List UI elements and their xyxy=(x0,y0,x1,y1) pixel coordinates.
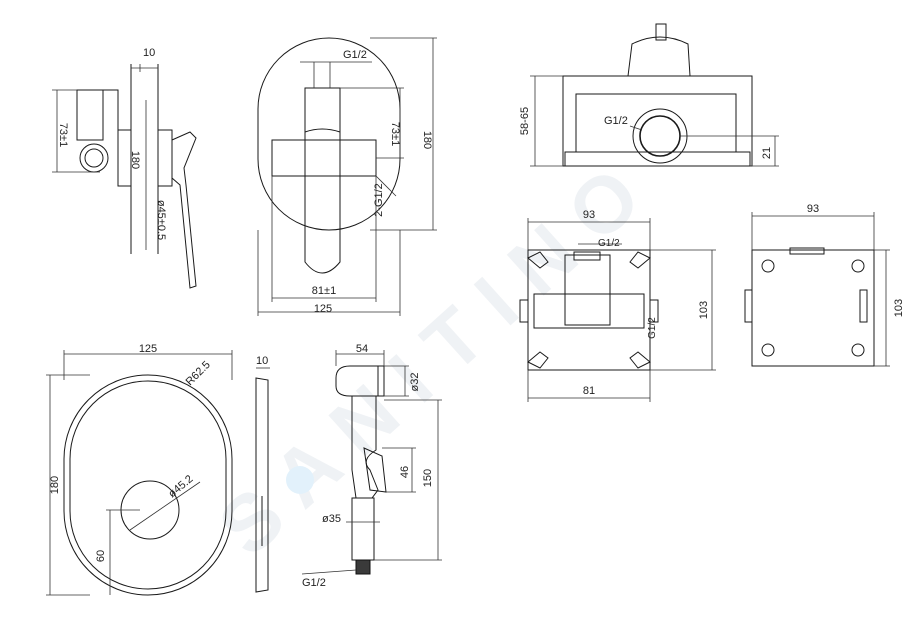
front-dim-180: 180 xyxy=(421,131,433,149)
box-dim-93b: 93 xyxy=(807,203,819,215)
box-dim-5865: 58-65 xyxy=(519,107,531,135)
box-dim-103a: 103 xyxy=(698,301,710,319)
box-dim-g12c: G1/2 xyxy=(647,317,658,339)
plate-dim-125: 125 xyxy=(139,343,157,355)
side-dim-10: 10 xyxy=(143,47,155,59)
install-box-back-view: 93 103 xyxy=(744,203,905,367)
side-dim-d45: ø45±0.5 xyxy=(155,200,167,240)
cover-plate-view: 125 R62.5 180 ø45.2 60 10 xyxy=(46,343,270,596)
box-dim-g12b: G1/2 xyxy=(598,238,620,249)
front-dim-73: 73±1 xyxy=(389,122,401,146)
spray-dim-d35: ø35 xyxy=(322,513,341,525)
plate-dim-180: 180 xyxy=(49,476,61,494)
plate-dim-10: 10 xyxy=(256,355,268,367)
install-box-side-view: G1/2 58-65 21 xyxy=(519,23,779,167)
plate-dim-60: 60 xyxy=(95,550,107,562)
plate-dim-d452: ø45.2 xyxy=(166,473,195,500)
spray-dim-d32: ø32 xyxy=(409,373,421,392)
spray-dim-150: 150 xyxy=(422,469,434,487)
mixer-side-view: 10 73±1 180 ø45±0.5 xyxy=(52,47,197,289)
hand-spray-view: 54 ø32 46 150 ø35 G1/2 xyxy=(301,343,442,589)
install-box-front-view: 93 G1/2 103 G1/2 81 xyxy=(519,209,716,402)
front-dim-125: 125 xyxy=(314,303,332,315)
box-dim-103b: 103 xyxy=(893,299,905,317)
side-dim-73: 73±1 xyxy=(57,123,69,147)
spray-dim-54: 54 xyxy=(356,343,368,355)
plate-dim-r625: R62.5 xyxy=(184,359,213,388)
front-dim-g12: G1/2 xyxy=(343,49,367,61)
spray-dim-46: 46 xyxy=(399,466,411,478)
mixer-front-view: G1/2 73±1 180 2-G1/2 81±1 125 xyxy=(257,37,437,316)
side-dim-180: 180 xyxy=(129,151,141,169)
spray-dim-g12: G1/2 xyxy=(302,577,326,589)
box-dim-93a: 93 xyxy=(583,209,595,221)
box-dim-g12: G1/2 xyxy=(604,115,628,127)
front-dim-81: 81±1 xyxy=(312,285,336,297)
box-dim-81: 81 xyxy=(583,385,595,397)
box-dim-21: 21 xyxy=(761,147,773,159)
front-dim-2g12: 2-G1/2 xyxy=(373,183,385,217)
